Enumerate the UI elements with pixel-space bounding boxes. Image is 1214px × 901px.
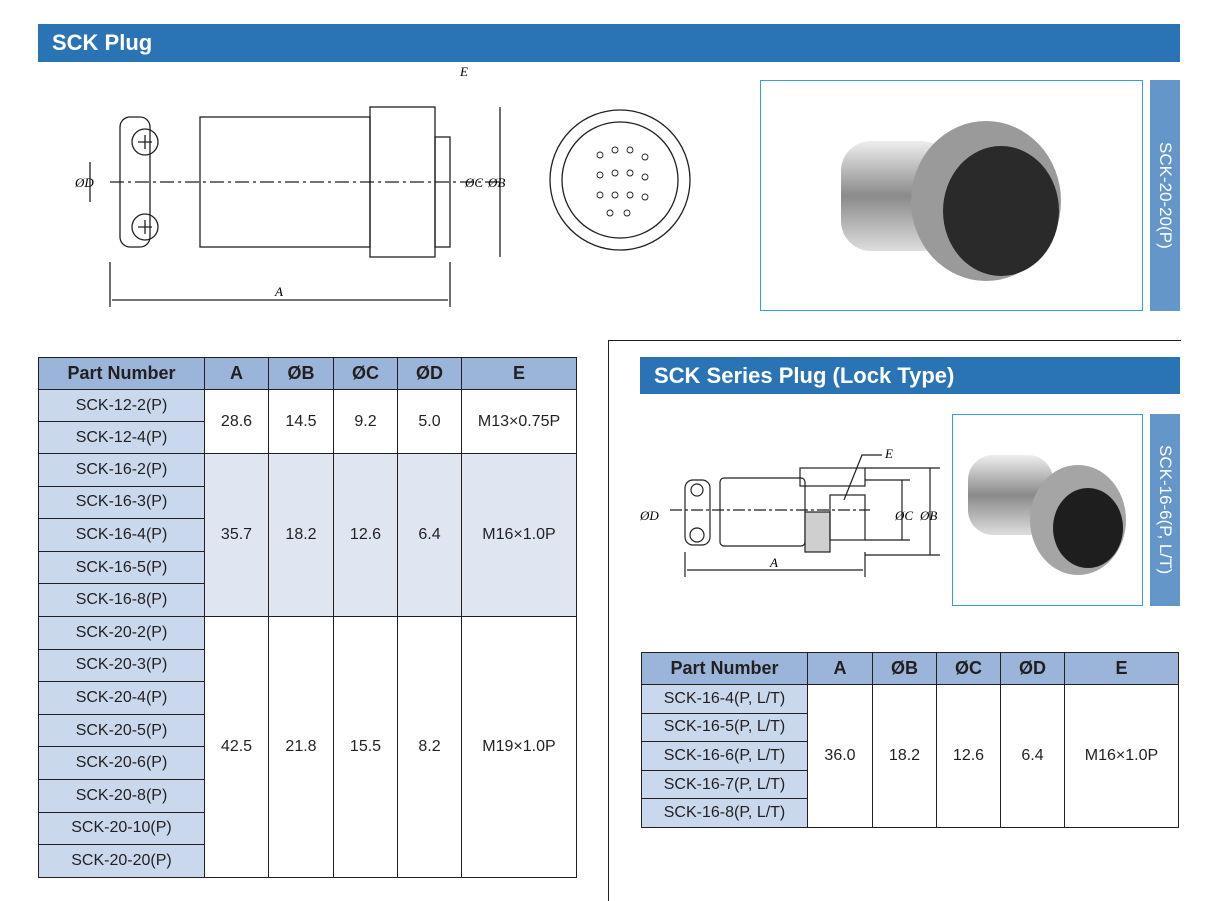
photo-label-sck-20-20: SCK-20-20(P)	[1150, 80, 1180, 311]
table-row: SCK-20-6(P)	[38, 746, 577, 780]
value-c: 9.2	[333, 389, 398, 454]
table-row: SCK-16-8(P)	[38, 583, 577, 617]
header-a: A	[204, 357, 269, 390]
value-e: M13×0.75P	[461, 389, 577, 454]
table-row: SCK-12-4(P)	[38, 421, 577, 454]
part-number: SCK-16-2(P)	[38, 453, 205, 487]
part-number: SCK-20-5(P)	[38, 713, 205, 748]
table-row: SCK-20-4(P)	[38, 681, 577, 715]
connector-photo-illustration	[968, 455, 1126, 575]
dim-c-label: ØC	[894, 508, 913, 523]
part-number: SCK-20-3(P)	[38, 648, 205, 683]
value-a: 35.7	[204, 453, 269, 617]
part-number: SCK-20-6(P)	[38, 746, 205, 780]
table-row: SCK-16-4(P, L/T) 36.0 18.2 12.6 6.4 M16×…	[641, 684, 1179, 828]
part-number: SCK-16-5(P)	[38, 550, 205, 585]
part-number: SCK-20-10(P)	[38, 811, 205, 846]
table-row: SCK-16-8(P, L/T)	[641, 798, 1179, 828]
sck-plug-spec-table: Part Number A ØB ØC ØD E SCK-12-2(P) 28.…	[38, 357, 577, 878]
table-row: SCK-20-2(P) 42.5 21.8 15.5 8.2 M19×1.0P	[38, 615, 577, 878]
value-b: 18.2	[872, 684, 937, 828]
part-number: SCK-20-8(P)	[38, 778, 205, 813]
value-a: 36.0	[807, 684, 873, 828]
value-b: 18.2	[268, 453, 334, 617]
part-number: SCK-16-8(P, L/T)	[641, 798, 808, 828]
value-e: M16×1.0P	[1064, 684, 1179, 828]
value-b: 21.8	[268, 615, 334, 878]
value-c: 12.6	[936, 684, 1001, 828]
table-row: SCK-16-4(P)	[38, 518, 577, 552]
photo-label-sck-16-6-lt: SCK-16-6(P, L/T)	[1150, 414, 1180, 606]
section-header-sck-plug: SCK Plug	[38, 24, 1180, 62]
part-number: SCK-16-6(P, L/T)	[641, 741, 808, 771]
value-b: 14.5	[268, 389, 334, 454]
dim-e-label: E	[884, 446, 893, 461]
table-row: SCK-16-2(P) 35.7 18.2 12.6 6.4 M16×1.0P	[38, 453, 577, 617]
sck-plug-front-drawing	[549, 109, 691, 251]
part-number: SCK-20-20(P)	[38, 844, 205, 878]
value-c: 15.5	[333, 615, 398, 878]
dim-a-label: A	[769, 555, 778, 570]
dim-d-label: ØD	[640, 508, 659, 523]
table-row: SCK-12-2(P) 28.6 14.5 9.2 5.0 M13×0.75P	[38, 389, 577, 454]
table-row: SCK-20-20(P)	[38, 844, 577, 878]
header-part-number: Part Number	[641, 652, 808, 685]
dim-c-label: ØC	[464, 175, 483, 190]
value-a: 42.5	[204, 615, 269, 878]
header-c: ØC	[333, 357, 398, 390]
part-number: SCK-16-3(P)	[38, 485, 205, 520]
header-b: ØB	[872, 652, 937, 685]
part-number: SCK-16-5(P, L/T)	[641, 712, 808, 743]
value-d: 5.0	[397, 389, 462, 454]
dim-b-label: ØB	[487, 175, 505, 190]
value-e: M16×1.0P	[461, 453, 577, 617]
value-d: 6.4	[397, 453, 462, 617]
value-e: M19×1.0P	[461, 615, 577, 878]
table-row: SCK-16-7(P, L/T)	[641, 769, 1179, 800]
part-number: SCK-16-4(P)	[38, 518, 205, 552]
part-number: SCK-16-8(P)	[38, 583, 205, 617]
dim-d-label: ØD	[74, 175, 94, 190]
lock-type-spec-table: Part Number A ØB ØC ØD E SCK-16-4(P, L/T…	[641, 652, 1179, 828]
table-row: SCK-20-10(P)	[38, 811, 577, 846]
part-number: SCK-16-4(P, L/T)	[641, 684, 808, 714]
header-c: ØC	[936, 652, 1001, 685]
sck-plug-side-drawing: A ØC ØB ØD E	[74, 64, 505, 307]
header-e: E	[1064, 652, 1179, 685]
header-d: ØD	[1000, 652, 1065, 685]
lock-type-side-drawing: A ØC ØB ØD E	[640, 446, 940, 577]
table-row: SCK-16-5(P, L/T)	[641, 712, 1179, 743]
table-row: SCK-20-3(P)	[38, 648, 577, 683]
dim-b-label: ØB	[919, 508, 937, 523]
header-part-number: Part Number	[38, 357, 205, 390]
header-e: E	[461, 357, 577, 390]
section-header-lock-type: SCK Series Plug (Lock Type)	[640, 357, 1180, 394]
value-d: 6.4	[1000, 684, 1065, 828]
value-a: 28.6	[204, 389, 269, 454]
part-number: SCK-12-2(P)	[38, 389, 205, 422]
dim-a-label: A	[274, 284, 283, 299]
dim-e-label: E	[459, 64, 468, 79]
part-number: SCK-20-4(P)	[38, 681, 205, 715]
sck-16-6-lt-photo	[952, 414, 1143, 606]
table-row: SCK-16-6(P, L/T)	[641, 741, 1179, 771]
header-a: A	[807, 652, 873, 685]
sck-20-20-photo	[760, 80, 1143, 311]
connector-photo-illustration	[841, 121, 1061, 281]
value-d: 8.2	[397, 615, 462, 878]
part-number: SCK-20-2(P)	[38, 615, 205, 650]
part-number: SCK-12-4(P)	[38, 421, 205, 454]
part-number: SCK-16-7(P, L/T)	[641, 769, 808, 800]
section-divider	[608, 340, 1181, 901]
header-b: ØB	[268, 357, 334, 390]
value-c: 12.6	[333, 453, 398, 617]
header-d: ØD	[397, 357, 462, 390]
